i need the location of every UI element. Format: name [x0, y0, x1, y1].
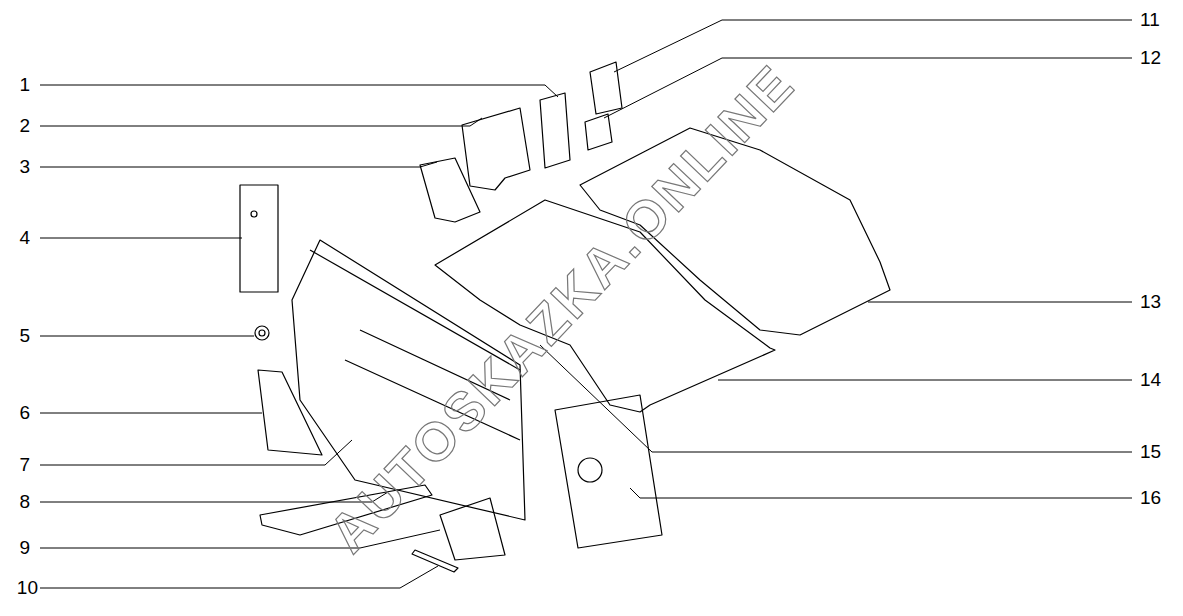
callout-number: 15 — [1138, 441, 1163, 463]
callout-number: 16 — [1138, 487, 1163, 509]
callout-number: 12 — [1138, 47, 1163, 69]
callout-number: 6 — [17, 402, 32, 424]
callout-number: 7 — [17, 454, 32, 476]
callout-number: 10 — [15, 577, 40, 599]
insulation-pads — [240, 62, 662, 572]
callout-number: 13 — [1138, 291, 1163, 313]
callout-number: 4 — [17, 227, 32, 249]
callout-number: 11 — [1138, 9, 1162, 31]
callout-number: 3 — [17, 156, 32, 178]
callout-number: 1 — [17, 74, 32, 96]
callout-number: 5 — [17, 325, 32, 347]
callout-number: 2 — [17, 115, 32, 137]
callout-number: 14 — [1138, 369, 1163, 391]
leader-lines — [40, 20, 1132, 588]
callout-number: 8 — [17, 491, 32, 513]
callout-number: 9 — [17, 537, 32, 559]
